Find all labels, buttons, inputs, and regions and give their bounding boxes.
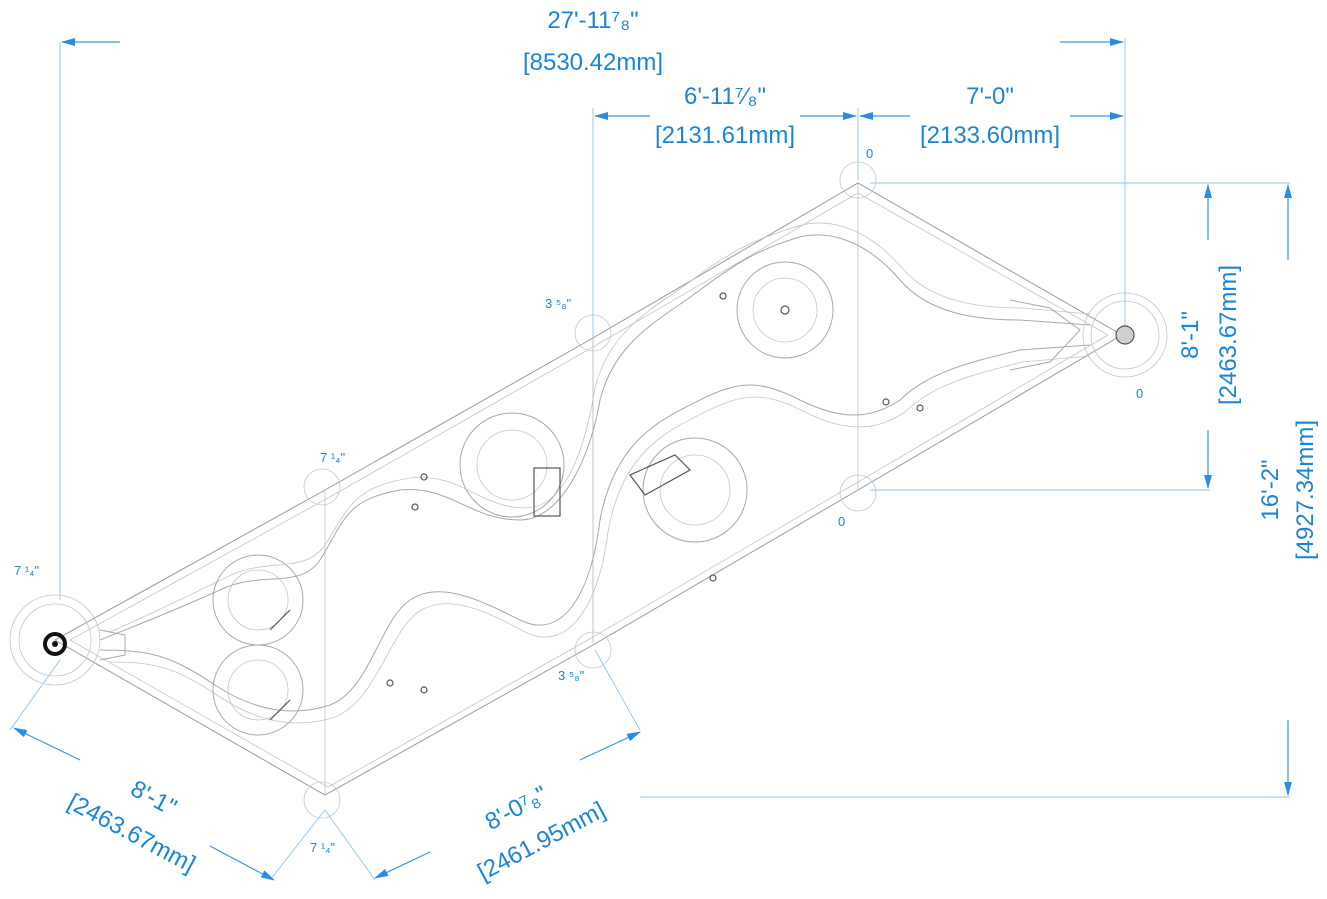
right-width-imperial: 7'-0" (966, 83, 1014, 110)
right-height-metric: [2463.67mm] (1215, 265, 1242, 405)
left-slant-metric: [2463.67mm] (63, 789, 199, 879)
overall-width-metric: [8530.42mm] (523, 49, 663, 76)
right-end-fixture (1009, 292, 1168, 378)
offset-labels: 0 0 0 3 ⁵₈" 3 ⁵₈" 7 ¹₄" 7 ¹₄" 7 ¹₄" (14, 146, 1143, 855)
drains (386, 292, 924, 694)
wave-channels (99, 222, 1091, 724)
left-slant-imperial: 8'-1" (126, 775, 181, 821)
offset-bottom-right: 0 (838, 514, 845, 529)
middle-width-imperial: 6'-11⁷⁄₈" (684, 83, 766, 110)
offset-left-end: 7 ¹₄" (14, 563, 39, 578)
offset-right-end: 0 (1136, 386, 1143, 401)
overall-width-imperial: 27'-11⁷₈" (547, 7, 638, 34)
offset-lower-mid: 3 ⁵₈" (558, 668, 585, 683)
dimension-lines (13, 38, 1292, 881)
offset-upper-mid: 3 ⁵₈" (545, 296, 572, 311)
offset-top-right: 0 (866, 146, 873, 161)
extension-lines (9, 38, 1290, 881)
offset-bottom-left: 7 ¹₄" (310, 840, 335, 855)
dimension-labels: 27'-11⁷₈" [8530.42mm] 6'-11⁷⁄₈" [2131.61… (63, 7, 1319, 886)
offset-upper-left: 7 ¹₄" (320, 450, 345, 465)
left-end-fixture (9, 594, 126, 686)
bridges (269, 454, 691, 721)
overall-height-imperial: 16'-2" (1257, 459, 1284, 520)
middle-width-metric: [2131.61mm] (655, 122, 795, 149)
overall-height-metric: [4927.34mm] (1292, 420, 1319, 560)
right-height-imperial: 8'-1" (1177, 311, 1204, 359)
right-width-metric: [2133.60mm] (920, 122, 1060, 149)
support-feet (303, 161, 877, 819)
splash-pools (212, 261, 834, 736)
